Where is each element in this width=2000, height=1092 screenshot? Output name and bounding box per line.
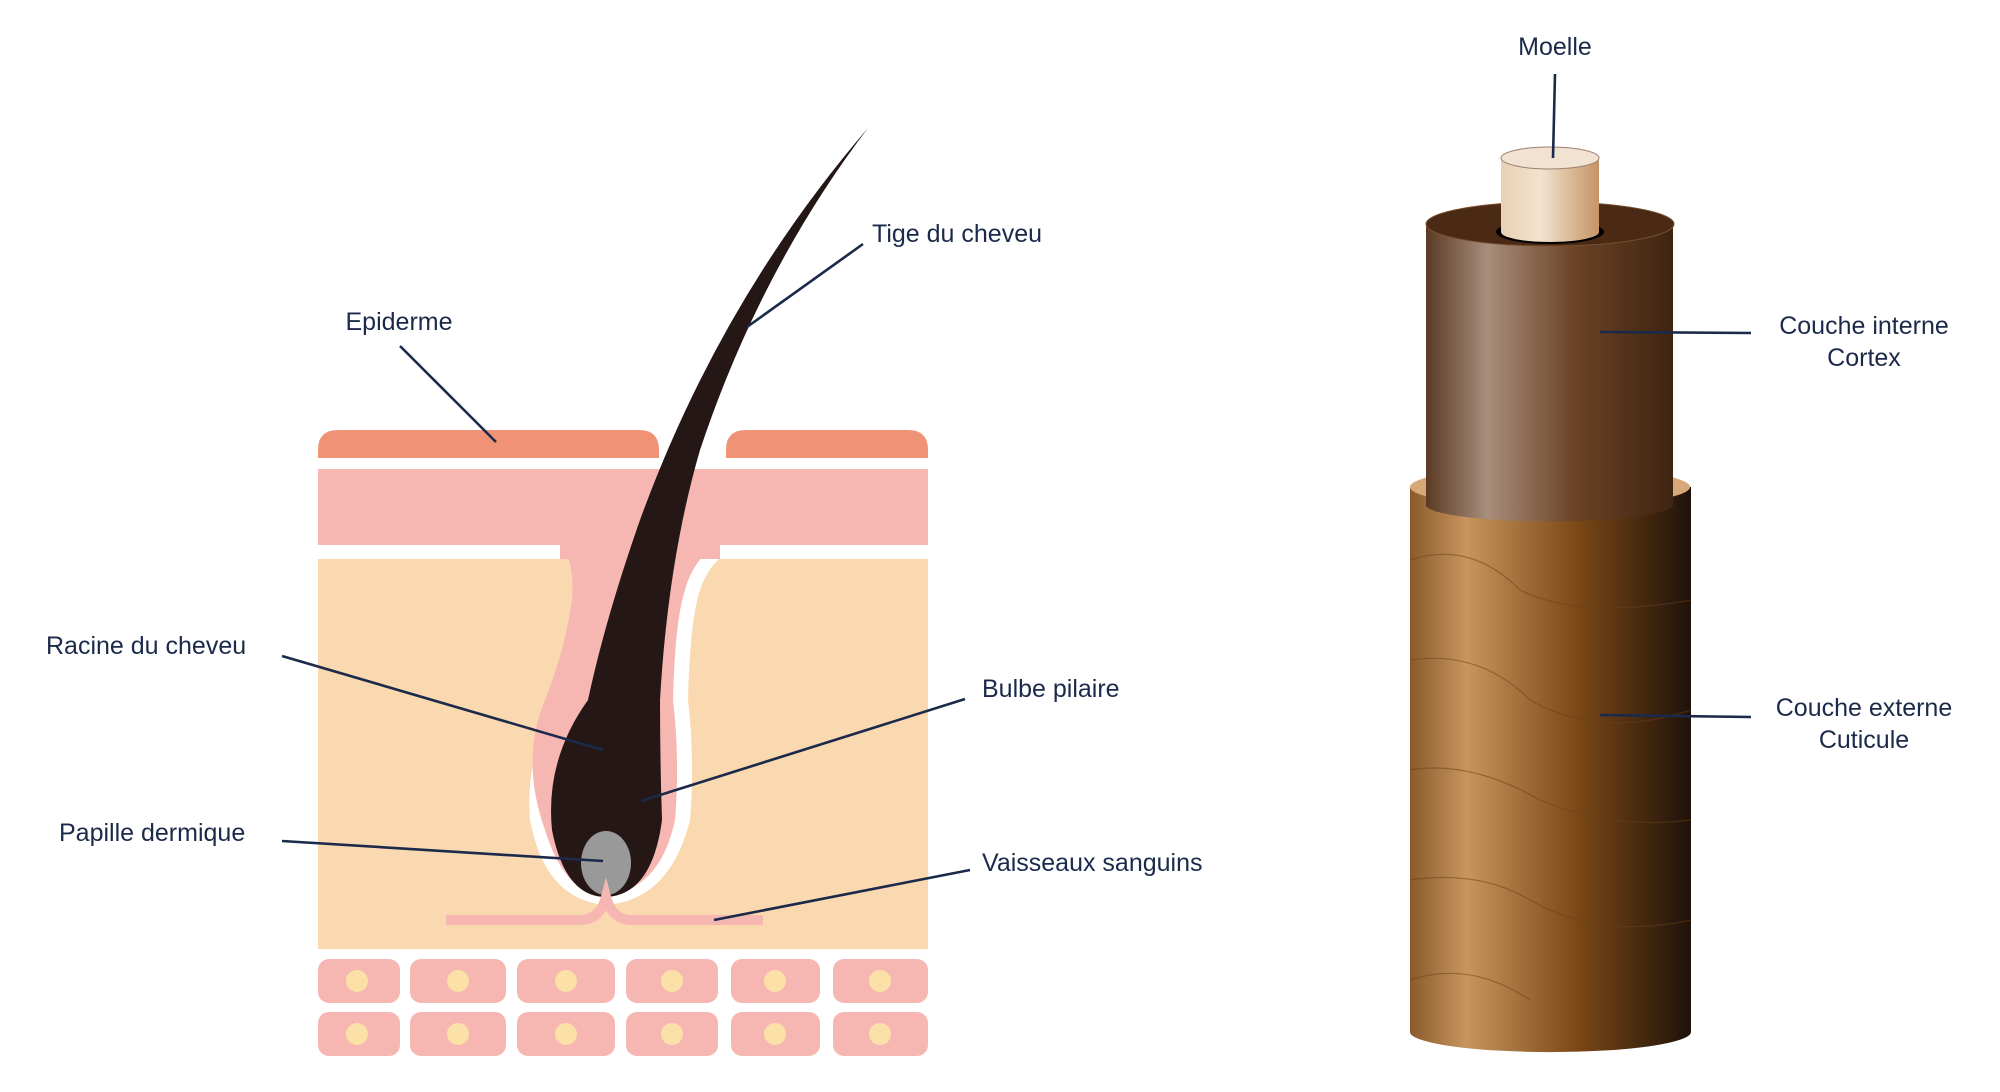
hair-structure-cylinder	[1409, 146, 1692, 1053]
dermis-band	[318, 469, 928, 545]
label-tige: Tige du cheveu	[872, 220, 1042, 248]
leader-bulbe	[640, 697, 966, 803]
leader-papille	[281, 839, 604, 863]
epidermis-left	[318, 430, 659, 458]
dermal-papilla	[581, 831, 631, 895]
label-vaisseaux: Vaisseaux sanguins	[982, 849, 1203, 877]
leader-moelle	[1551, 73, 1557, 159]
cuticle-texture	[1409, 553, 1692, 1001]
leader-vaisseaux	[713, 868, 971, 922]
label-epiderme: Epiderme	[346, 308, 453, 336]
leader-cuticule	[1599, 713, 1752, 719]
label-cortex: Cortex	[1827, 344, 1901, 372]
leader-tige	[746, 242, 864, 329]
medulla-cylinder	[1501, 158, 1599, 242]
leader-epiderme	[399, 345, 497, 443]
cuticle-cylinder	[1410, 487, 1691, 1053]
cell-layer	[318, 959, 928, 1056]
cortex-cylinder	[1426, 224, 1673, 522]
medulla-top	[1500, 146, 1600, 170]
label-couche-interne: Couche interne	[1779, 312, 1949, 340]
label-racine: Racine du cheveu	[46, 632, 246, 660]
leader-racine	[281, 654, 604, 752]
label-couche-externe: Couche externe	[1776, 694, 1953, 722]
label-cuticule: Cuticule	[1819, 726, 1909, 754]
leader-cortex	[1599, 330, 1752, 335]
label-moelle: Moelle	[1518, 33, 1592, 61]
label-papille: Papille dermique	[59, 819, 245, 847]
hair-shaft	[551, 128, 868, 897]
skin-cross-section	[318, 128, 928, 1056]
epidermis-right	[726, 430, 928, 458]
label-bulbe: Bulbe pilaire	[982, 675, 1120, 703]
blood-vessel	[446, 877, 763, 925]
